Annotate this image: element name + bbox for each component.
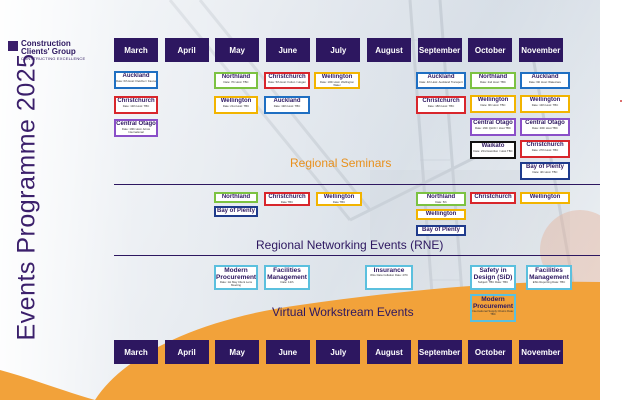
events-programme-poster: Construction Clients' Group CONSTRUCTING… xyxy=(0,0,600,400)
rne-sep-bay-of-plenty[interactable]: Bay of Plenty xyxy=(416,225,466,236)
month-july: July xyxy=(316,38,361,62)
rne-may-bay-of-plenty[interactable]: Bay of Plenty xyxy=(214,206,258,217)
page-title: Events Programme 2025 xyxy=(12,53,41,341)
month-october: October xyxy=(468,38,513,62)
brand-logo: Construction Clients' Group CONSTRUCTING… xyxy=(8,40,85,61)
workstream-oct-safety-in-design[interactable]: Safety in Design (SiD)Subject: TBC Date:… xyxy=(470,265,516,290)
brand-name-line1: Construction xyxy=(21,39,71,48)
month-may: May xyxy=(215,340,260,364)
month-june: June xyxy=(265,38,310,62)
month-august: August xyxy=(367,340,411,364)
month-april: April xyxy=(164,340,209,364)
month-march: March xyxy=(114,38,158,62)
month-september: September xyxy=(417,38,462,62)
divider-rne xyxy=(114,255,600,256)
brand-name-line2: Clients' Group xyxy=(21,47,76,56)
month-august: August xyxy=(367,38,411,62)
red-dot-marker xyxy=(620,100,622,102)
section-label-rne: Regional Networking Events (RNE) xyxy=(256,238,444,252)
rne-oct-christchurch[interactable]: Christchurch xyxy=(470,192,516,204)
month-november: November xyxy=(518,38,563,62)
month-june: June xyxy=(265,340,310,364)
brand-tagline: CONSTRUCTING EXCELLENCE xyxy=(21,56,86,61)
month-may: May xyxy=(215,38,260,62)
rne-sep-wellington[interactable]: Wellington xyxy=(416,209,466,220)
rne-may-northland[interactable]: Northland xyxy=(214,192,258,203)
logo-mark-icon xyxy=(8,41,18,51)
divider-seminars xyxy=(114,184,600,185)
month-july: July xyxy=(316,340,361,364)
month-april: April xyxy=(164,38,209,62)
rne-nov-wellington[interactable]: Wellington xyxy=(520,192,570,204)
section-label-seminars: Regional Seminars xyxy=(290,156,392,170)
month-september: September xyxy=(417,340,462,364)
month-march: March xyxy=(114,340,158,364)
section-label-workstream: Virtual Workstream Events xyxy=(272,305,414,319)
month-november: November xyxy=(518,340,563,364)
month-october: October xyxy=(468,340,513,364)
